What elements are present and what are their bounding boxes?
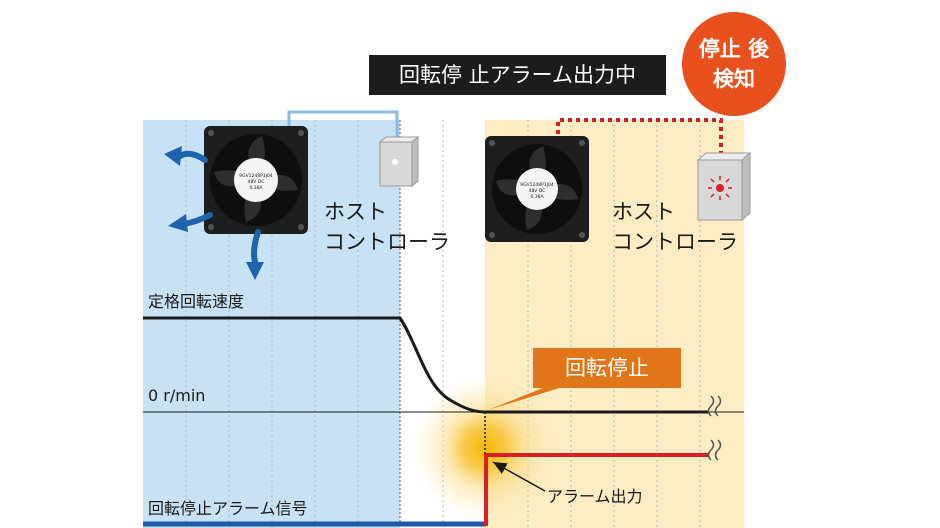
- left-fan-current: 0.38A: [249, 185, 263, 191]
- callout-pointer: [488, 386, 566, 410]
- right-fan-model: 9GV1248P1J04: [520, 182, 554, 188]
- rotation-stop-callout: 回転停止: [533, 348, 681, 388]
- fan-icon: 9GV1248P1J04 48V DC 0.38A: [204, 126, 308, 234]
- alarm-output-arrow: [492, 461, 546, 492]
- right-host-controller-label: ホスト コントローラ: [612, 197, 738, 257]
- badge-line-2: 検知: [713, 67, 755, 91]
- right-host-line-2: コントローラ: [612, 230, 738, 254]
- left-host-controller-label: ホスト コントローラ: [324, 197, 450, 257]
- zero-speed-label: 0 r/min: [148, 386, 206, 405]
- connector-red: [556, 118, 723, 160]
- fan-icon: 9GV1248P1J04 48V DC 0.38A: [485, 136, 589, 242]
- right-host-line-1: ホスト: [612, 200, 675, 224]
- alarm-output-banner: 回転停 止アラーム出力中: [369, 55, 666, 95]
- left-fan-model: 9GV1248P1J04: [239, 173, 273, 179]
- rated-speed-label: 定格回転速度: [148, 292, 245, 311]
- post-stop-detection-badge: 停止 後 検知: [682, 12, 786, 116]
- left-fan-rating: 48V DC: [248, 179, 265, 185]
- controller-box-icon: [378, 135, 420, 188]
- alarm-output-label: アラーム出力: [547, 487, 643, 506]
- right-fan-current: 0.38A: [530, 194, 544, 200]
- wave-break-icon: [707, 439, 722, 461]
- left-host-line-1: ホスト: [324, 200, 387, 224]
- wave-break-icon: [707, 395, 722, 417]
- left-host-line-2: コントローラ: [324, 230, 450, 254]
- badge-line-1: 停止 後: [698, 37, 770, 61]
- connector-blue: [287, 110, 399, 142]
- alarm-light-icon: [696, 151, 752, 222]
- speed-curve: [143, 316, 708, 414]
- alarm-signal-high: [484, 453, 708, 526]
- alarm-signal-label: 回転停止アラーム信号: [148, 499, 308, 518]
- right-fan-rating: 48V DC: [529, 188, 546, 194]
- airflow-arrow-heads: [164, 146, 264, 280]
